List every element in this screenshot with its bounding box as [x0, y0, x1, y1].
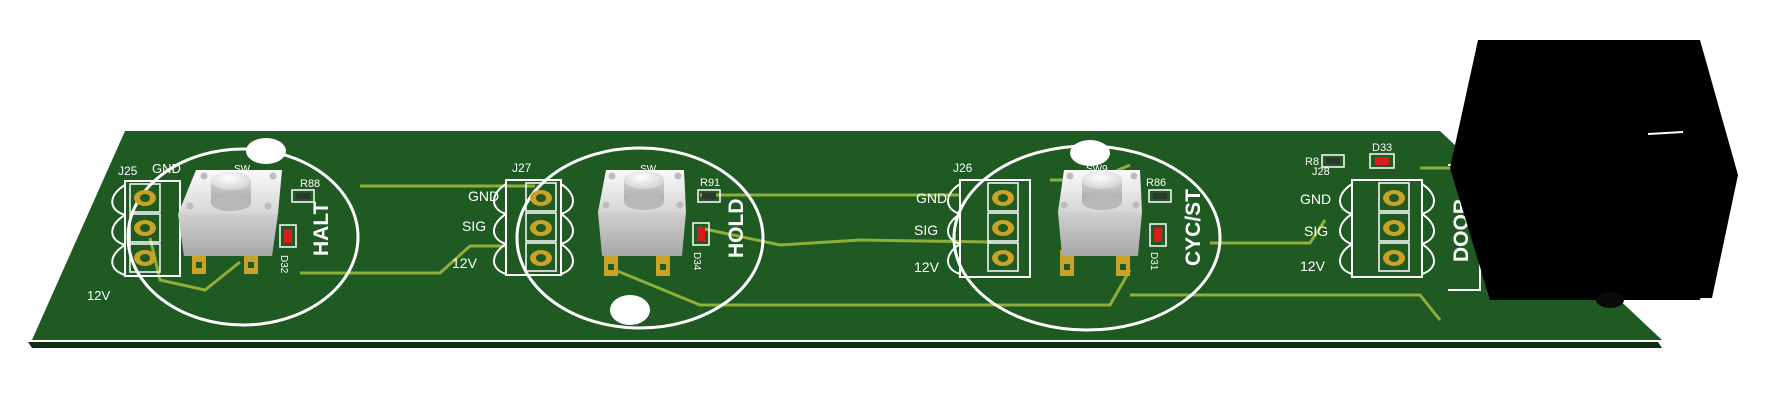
- pin-label-gnd: GND: [152, 161, 181, 176]
- pin-label-12v: 12V: [1300, 258, 1326, 274]
- terminal-block-j28: [1339, 179, 1435, 278]
- connector-label: J28: [1312, 166, 1330, 178]
- led-label: D33: [1372, 142, 1392, 154]
- module-door: J28 GND SIG 12V R8 D33 DOOR: [1300, 142, 1481, 291]
- pin-label-gnd: GND: [468, 188, 499, 204]
- module-title: CYC/ST: [1182, 189, 1205, 266]
- pcb-board-edge: [28, 342, 1662, 348]
- led-label: D32: [278, 255, 289, 274]
- pin-label-sig: SIG: [1304, 223, 1328, 239]
- module-title: HOLD: [725, 199, 748, 259]
- resistor: [1321, 154, 1345, 168]
- copper-traces: [148, 163, 1460, 321]
- resistor-label: R8: [1305, 156, 1319, 168]
- pin-label-sig: SIG: [914, 222, 938, 238]
- terminal-block-j26: [947, 179, 1031, 278]
- switch-label: SW: [640, 164, 657, 175]
- mounting-hole: [610, 295, 650, 325]
- pin-label-sig: SIG: [462, 218, 486, 234]
- resistor: [291, 189, 315, 203]
- pin-label-12v: 12V: [452, 255, 478, 271]
- mounting-hole: [246, 138, 286, 164]
- tactile-switch: [1058, 170, 1142, 276]
- resistor: [697, 189, 721, 203]
- status-led: [1149, 223, 1167, 247]
- connector-label: J27: [512, 161, 532, 175]
- resistor: [1148, 189, 1172, 203]
- switch-label: SW: [234, 164, 251, 175]
- pin-label-12v: 12V: [914, 259, 940, 275]
- status-led: [279, 224, 297, 248]
- terminal-block-j25: [111, 180, 181, 277]
- connector-label: J26: [953, 161, 973, 175]
- pcb-board: [32, 131, 1662, 340]
- resistor-label: R91: [700, 177, 720, 189]
- tactile-switch: [178, 170, 282, 274]
- mounting-ring: [126, 147, 360, 327]
- mounting-hole: [1070, 140, 1110, 166]
- relay-module: [1450, 40, 1738, 308]
- resistor-label: R88: [300, 178, 320, 190]
- pin-label-gnd: GND: [916, 190, 947, 206]
- module-halt: J25 GND 12V SW R88 D32 HALT: [87, 138, 360, 327]
- resistor-label: R86: [1146, 177, 1166, 189]
- mounting-ring: [515, 146, 765, 330]
- pin-label-12v: 12V: [87, 288, 110, 303]
- connector-label: J25: [118, 164, 138, 178]
- led-label: D34: [691, 252, 702, 271]
- status-led: [1369, 153, 1395, 169]
- terminal-block-j27: [493, 179, 574, 276]
- pin-label-gnd: GND: [1300, 191, 1331, 207]
- switch-label: SW9: [1086, 164, 1108, 175]
- led-label: D31: [1148, 252, 1159, 271]
- status-led: [692, 222, 710, 246]
- module-cyc-st: J26 GND SIG 12V SW9 R86 D31 CYC/ST: [914, 140, 1222, 332]
- module-title: HALT: [310, 201, 333, 256]
- tactile-switch: [598, 170, 686, 276]
- module-hold: J27 GND SIG 12V SW R91 D34 HOLD: [452, 146, 765, 330]
